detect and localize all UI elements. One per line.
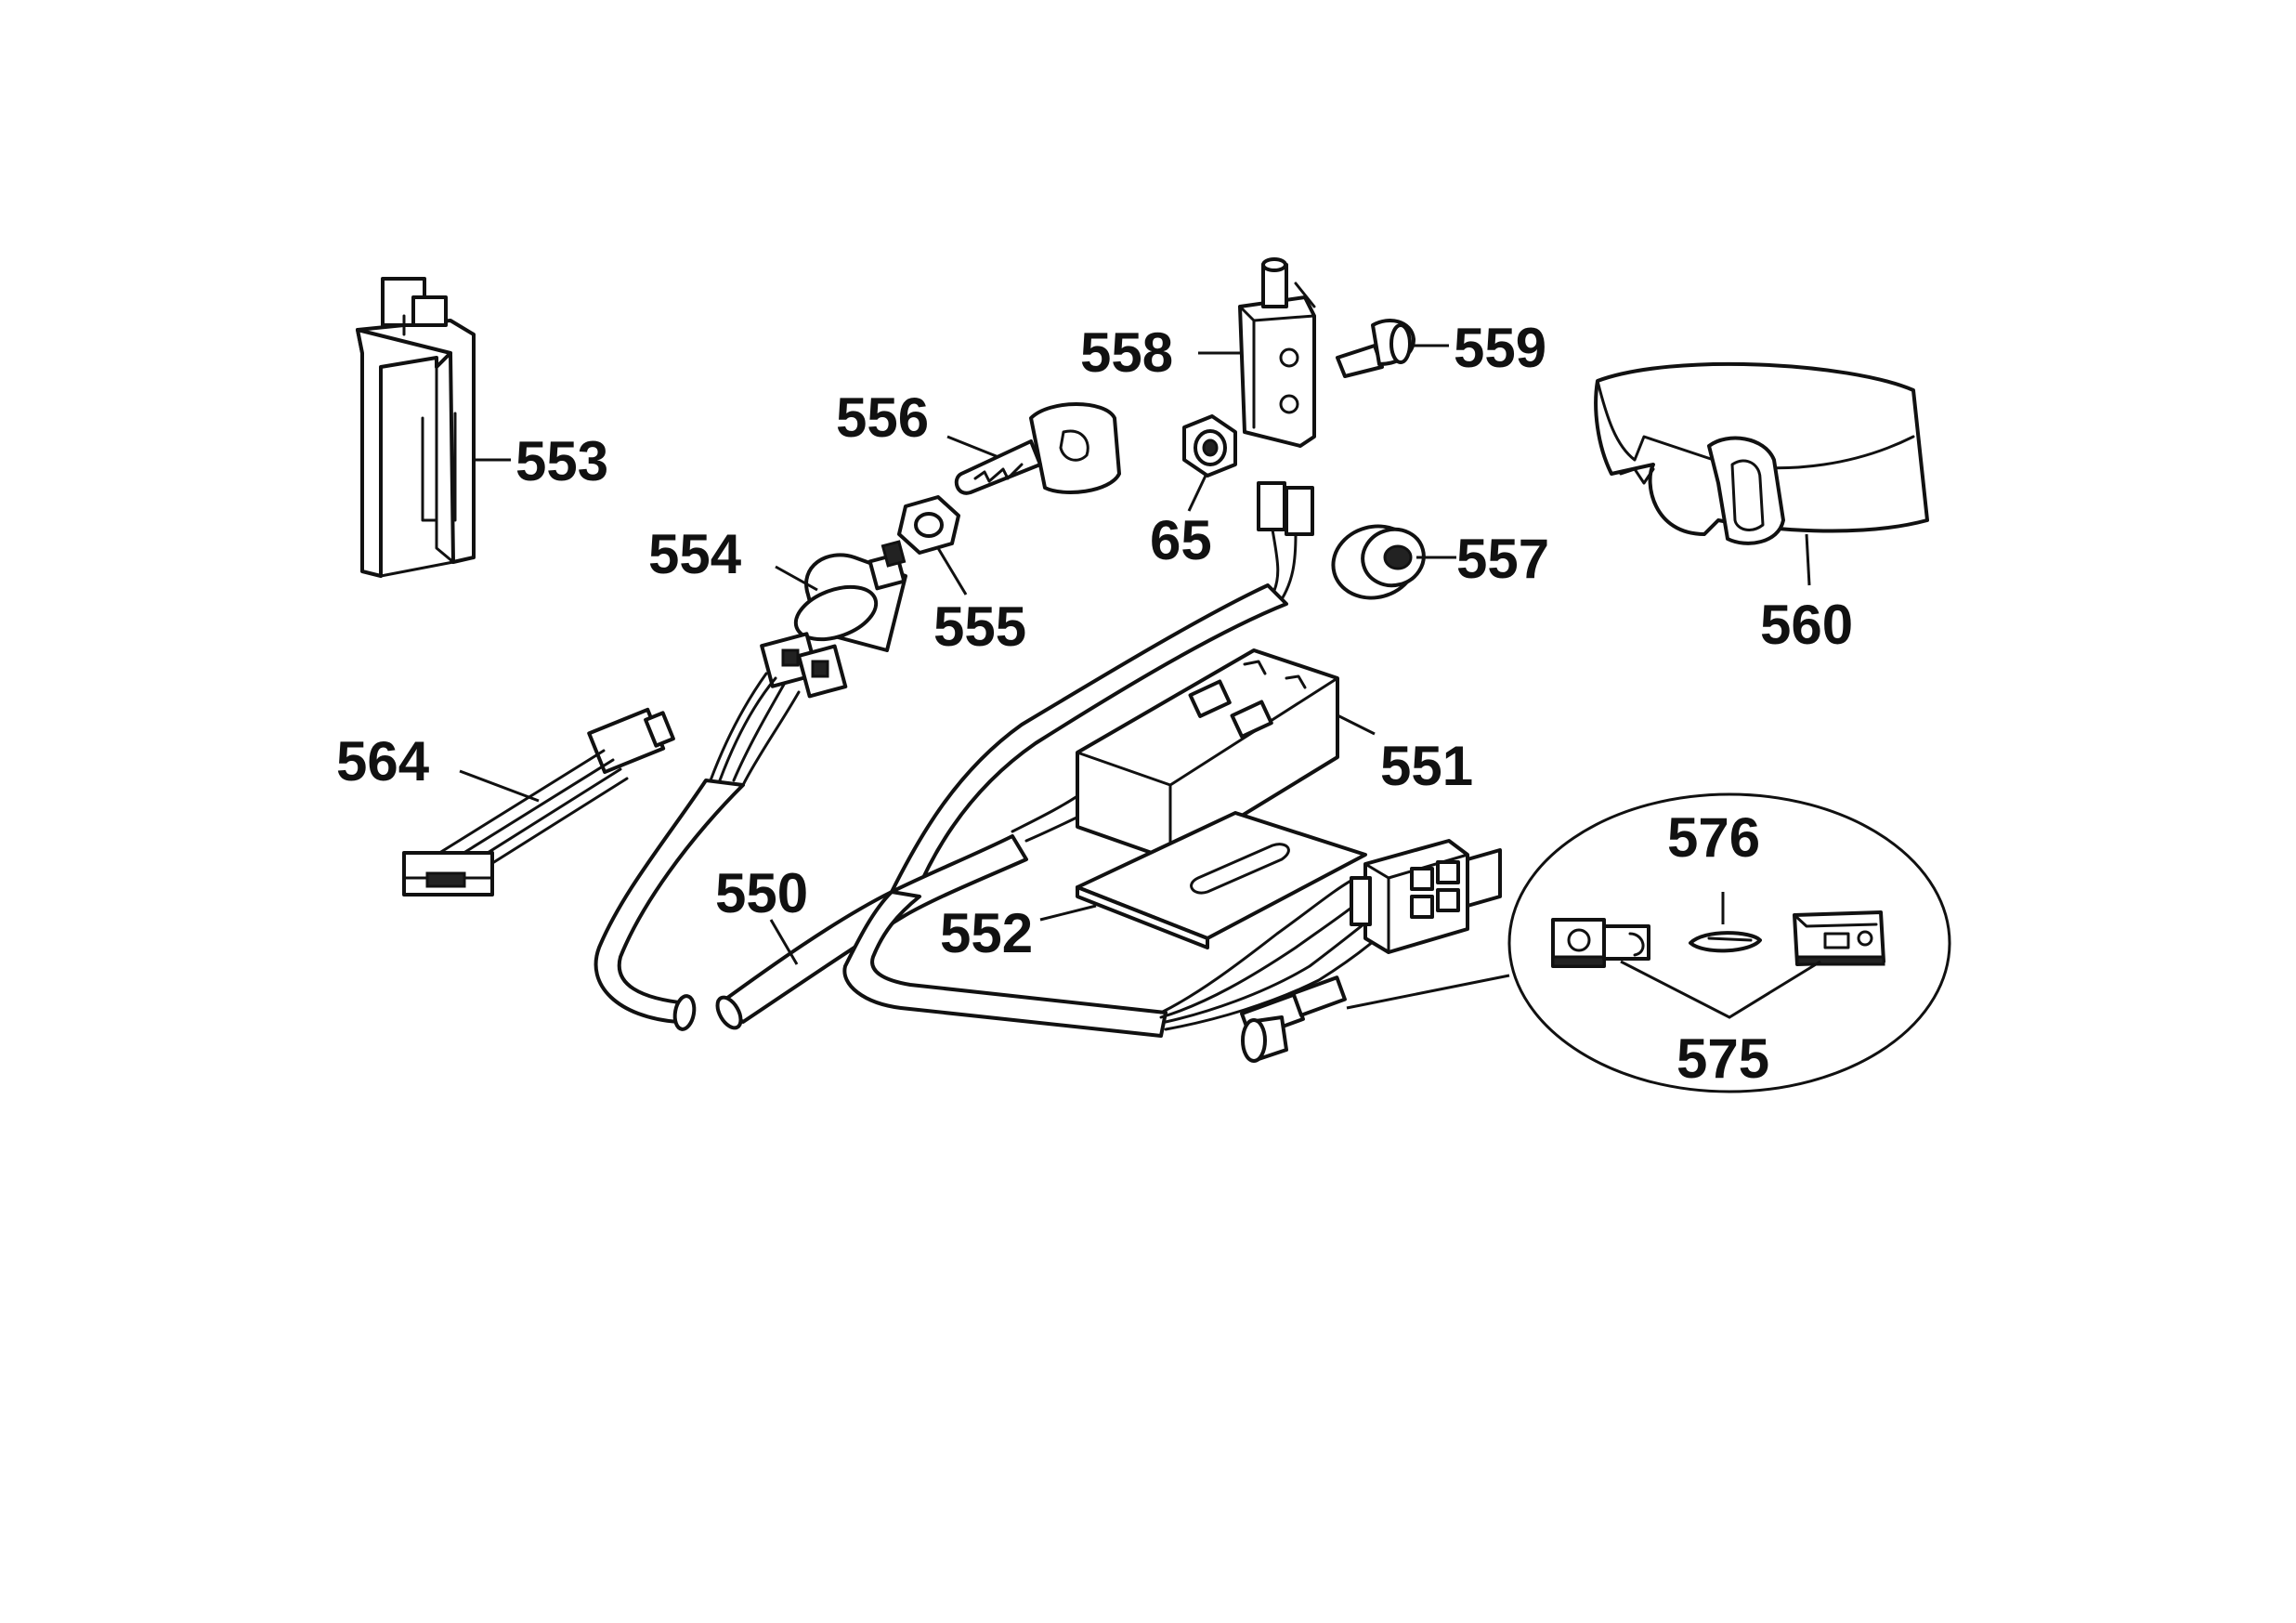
detail-view: [1507, 792, 1951, 1093]
leader-552: [1039, 904, 1097, 922]
leader-65: [1187, 475, 1207, 512]
leader-575: [1620, 960, 1821, 1019]
leader-550: [769, 919, 799, 965]
part-560-strap: [1594, 361, 1929, 545]
leader-560: [1805, 533, 1811, 586]
leader-564: [459, 769, 540, 803]
leader-detail: [1346, 974, 1510, 1010]
callout-555: 555: [933, 596, 1026, 658]
part-554-ignition-switch: [709, 540, 907, 787]
part-555-nut: [897, 495, 960, 555]
callout-556: 556: [836, 386, 929, 449]
leader-551: [1337, 713, 1376, 736]
part-557-grommet: [1331, 524, 1426, 600]
leader-554: [775, 565, 818, 592]
part-552-pad: [1076, 811, 1367, 949]
part-575-terminal-right: [1793, 910, 1885, 966]
callout-550: 550: [715, 862, 808, 924]
callout-559: 559: [1454, 317, 1546, 379]
part-558-switch: [1238, 257, 1316, 448]
part-564-jumper: [402, 707, 675, 897]
leader-556: [946, 435, 999, 459]
callout-554: 554: [648, 523, 742, 585]
part-576-terminal-pin: [1689, 931, 1762, 953]
leader-555: [936, 547, 968, 596]
callout-551: 551: [1380, 735, 1473, 797]
part-575-terminal-left: [1551, 918, 1650, 968]
part-556-key: [954, 402, 1121, 495]
callout-575: 575: [1676, 1027, 1769, 1090]
part-559-screw: [1336, 319, 1415, 378]
part-553-bracket: [356, 277, 476, 578]
callout-552: 552: [940, 902, 1033, 964]
part-harness-branch: [1159, 876, 1404, 1063]
callout-557: 557: [1456, 528, 1549, 590]
callout-65: 65: [1150, 509, 1212, 571]
callout-576: 576: [1667, 806, 1760, 869]
part-switch-connector: [1257, 481, 1314, 601]
callout-560: 560: [1760, 594, 1853, 656]
callout-564: 564: [336, 730, 430, 792]
callout-553: 553: [515, 430, 608, 492]
part-65-nut: [1182, 414, 1237, 478]
part-551-module: [1076, 648, 1339, 861]
part-multipin-connector: [1350, 839, 1502, 954]
callout-558: 558: [1080, 321, 1173, 384]
